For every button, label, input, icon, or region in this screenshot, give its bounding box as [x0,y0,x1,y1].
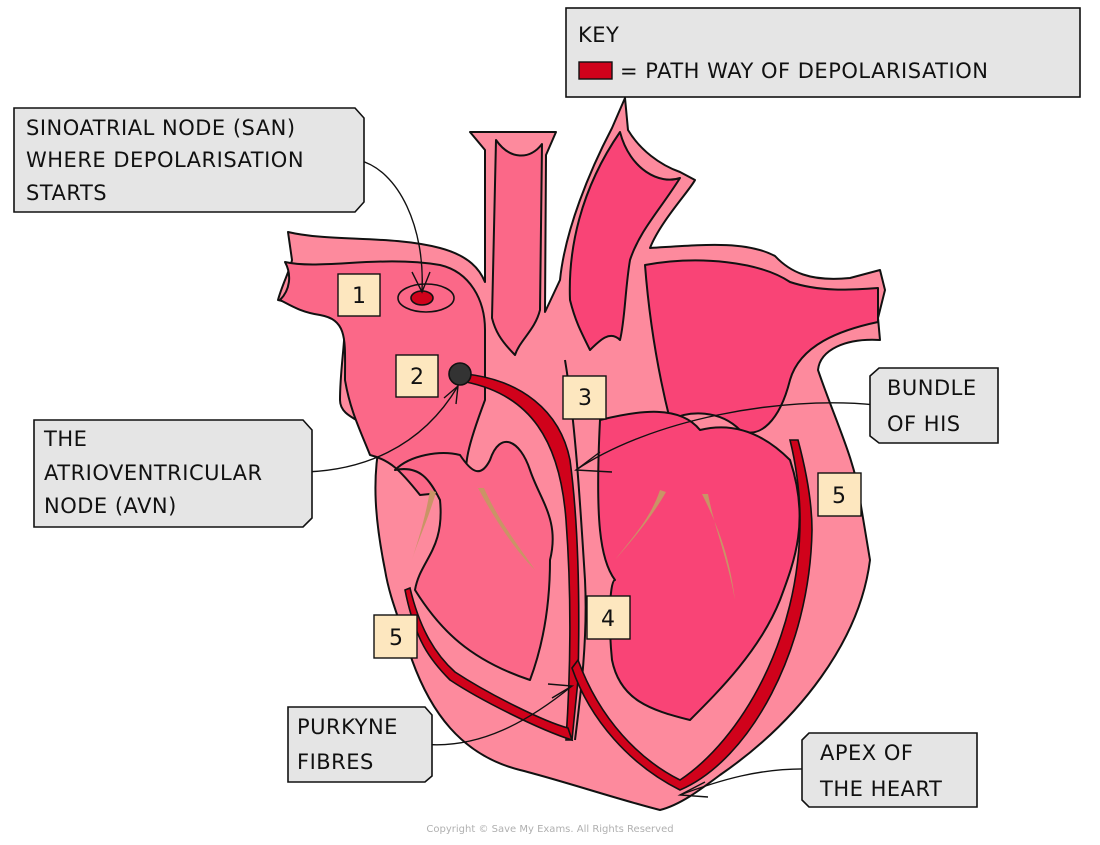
label-avn: THE ATRIOVENTRICULAR NODE (AVN) [33,419,313,528]
step-badge-2: 2 [395,354,439,398]
label-purkyne-bg [287,706,433,783]
key-box: KEY = PATH WAY OF DEPOLARISATION [565,7,1081,98]
label-purkyne-line-2: FIBRES [297,750,374,774]
step-badge-3-bg [562,375,607,420]
step-badge-2-bg [395,354,439,398]
right-atrium [279,260,486,496]
step-badge-5-left-bg [373,614,418,659]
label-avn-line-1: THE [43,427,87,451]
leader-purkyne [421,685,573,746]
label-san-bg [13,107,365,213]
label-san-line-2: WHERE DEPOLARISATION [26,148,304,172]
step-badge-5-right-label: 5 [832,484,846,509]
step-badge-5-right: 5 [817,472,862,517]
label-avn-bg [33,419,313,528]
label-purkyne-fibres: PURKYNE FIBRES [287,706,433,783]
label-apex-line-2: THE HEART [819,777,942,801]
step-badge-3-label: 3 [578,386,592,411]
copyright-notice: Copyright © Save My Exams. All Rights Re… [426,824,674,835]
label-bundle-of-his: BUNDLE OF HIS [869,367,999,444]
step-badge-5-left: 5 [373,614,418,659]
key-swatch [578,61,613,80]
step-badge-1-label: 1 [352,284,366,309]
purkyne-left-branch [571,439,813,791]
tricuspid-tendon-right [478,488,535,570]
leader-apex [679,768,809,796]
leader-apex-arrowhead [677,781,709,798]
conduction-pathway [397,283,813,791]
leader-san [357,159,423,291]
purkyne-right-branch [404,586,574,742]
leader-bundle-arrowhead [574,451,613,473]
leader-purkyne-arrowhead [547,683,575,699]
step-badge-4-label: 4 [601,607,615,632]
label-apex-bg [801,732,978,808]
label-san: SINOATRIAL NODE (SAN) WHERE DEPOLARISATI… [13,107,365,213]
bundle-of-his-path [465,373,580,741]
leader-san-arrowhead [411,271,431,294]
leader-avn [305,385,459,473]
aorta [568,131,681,351]
leader-avn-arrowhead [443,384,459,405]
san-ring [397,283,455,313]
step-badge-5-left-label: 5 [389,626,403,651]
leader-bundle [575,402,877,471]
key-box-bg [565,7,1081,98]
label-bundle-line-1: BUNDLE [887,376,977,400]
step-badge-1-bg [337,273,381,317]
avn-node [448,362,472,386]
label-avn-line-3: NODE (AVN) [44,494,177,518]
label-apex: APEX OF THE HEART [801,732,978,808]
mitral-tendon-left [615,490,666,560]
tricuspid-tendon-left [412,490,436,560]
label-bundle-bg [869,367,999,444]
vena-cava [491,139,543,356]
heart [277,97,886,811]
right-ventricle [394,440,554,681]
key-entry-label: = PATH WAY OF DEPOLARISATION [620,59,988,83]
label-san-line-3: STARTS [26,181,107,205]
key-title: KEY [578,23,619,47]
step-badge-1: 1 [337,273,381,317]
step-badge-3: 3 [562,375,607,420]
step-badge-4: 4 [586,595,631,640]
label-bundle-line-2: OF HIS [887,412,961,436]
step-badge-4-bg [586,595,631,640]
label-san-line-1: SINOATRIAL NODE (SAN) [26,116,296,140]
label-avn-line-2: ATRIOVENTRICULAR [44,461,263,485]
left-ventricle [597,410,801,721]
step-badge-2-label: 2 [410,365,424,390]
step-badge-5-right-bg [817,472,862,517]
label-purkyne-line-1: PURKYNE [297,715,398,739]
label-apex-line-1: APEX OF [820,741,913,765]
